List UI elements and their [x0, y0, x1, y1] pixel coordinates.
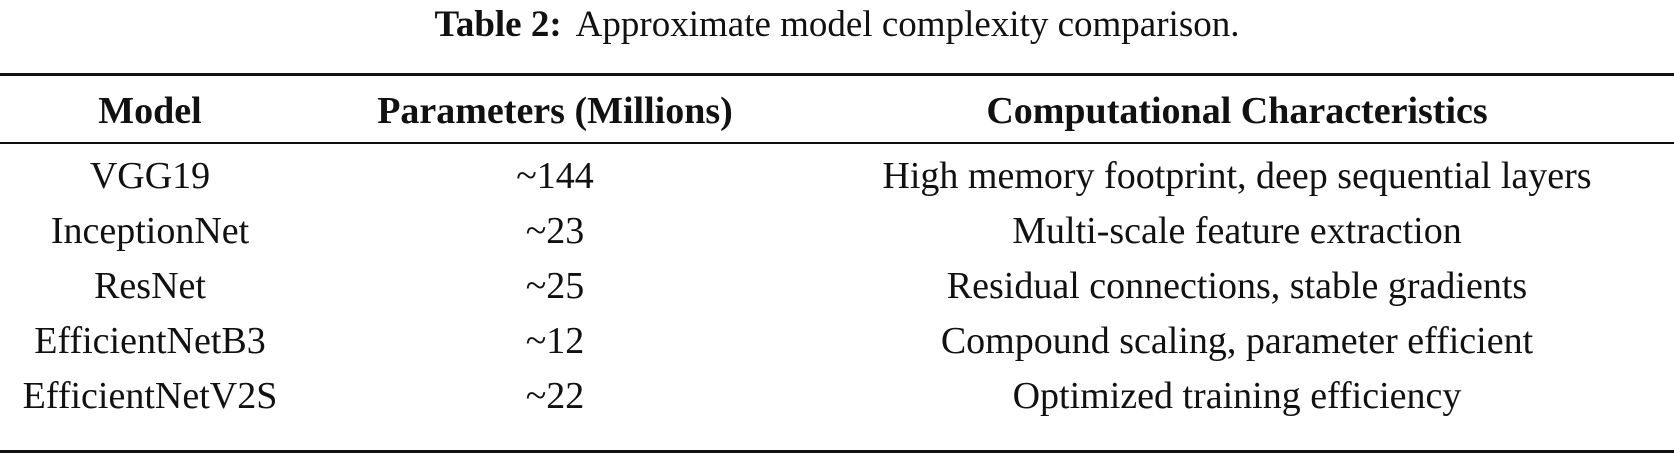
column-header-model: Model	[98, 90, 202, 132]
table-row: InceptionNet ~23 Multi-scale feature ext…	[0, 203, 1674, 259]
table-header-row: Model Parameters (Millions) Computationa…	[0, 82, 1674, 140]
model-cell: InceptionNet	[50, 210, 250, 252]
parameters-cell: ~12	[525, 320, 585, 362]
characteristics-cell: Optimized training efficiency	[1012, 375, 1462, 417]
model-cell: ResNet	[94, 265, 206, 307]
characteristics-cell: Multi-scale feature extraction	[1012, 210, 1462, 252]
table-row: ResNet ~25 Residual connections, stable …	[0, 258, 1674, 314]
parameters-cell: ~25	[525, 265, 585, 307]
model-cell: EfficientNetV2S	[22, 375, 278, 417]
parameters-cell: ~144	[516, 155, 594, 197]
table-header-rule	[0, 142, 1674, 144]
table-top-rule	[0, 73, 1674, 76]
table-row: VGG19 ~144 High memory footprint, deep s…	[0, 148, 1674, 204]
table-row: EfficientNetV2S ~22 Optimized training e…	[0, 368, 1674, 424]
table-row: EfficientNetB3 ~12 Compound scaling, par…	[0, 313, 1674, 369]
table-bottom-rule	[0, 450, 1674, 453]
characteristics-cell: Compound scaling, parameter efficient	[940, 320, 1534, 362]
model-cell: EfficientNetB3	[34, 320, 266, 362]
table-caption: Table 2: Approximate model complexity com…	[0, 2, 1674, 48]
characteristics-cell: High memory footprint, deep sequential l…	[882, 155, 1592, 197]
parameters-cell: ~22	[525, 375, 585, 417]
caption-text: Approximate model complexity comparison.	[575, 4, 1240, 45]
caption-label: Table 2:	[434, 4, 562, 45]
model-cell: VGG19	[89, 155, 211, 197]
column-header-parameters: Parameters (Millions)	[377, 90, 733, 132]
column-header-characteristics: Computational Characteristics	[986, 90, 1488, 132]
characteristics-cell: Residual connections, stable gradients	[946, 265, 1528, 307]
parameters-cell: ~23	[525, 210, 585, 252]
